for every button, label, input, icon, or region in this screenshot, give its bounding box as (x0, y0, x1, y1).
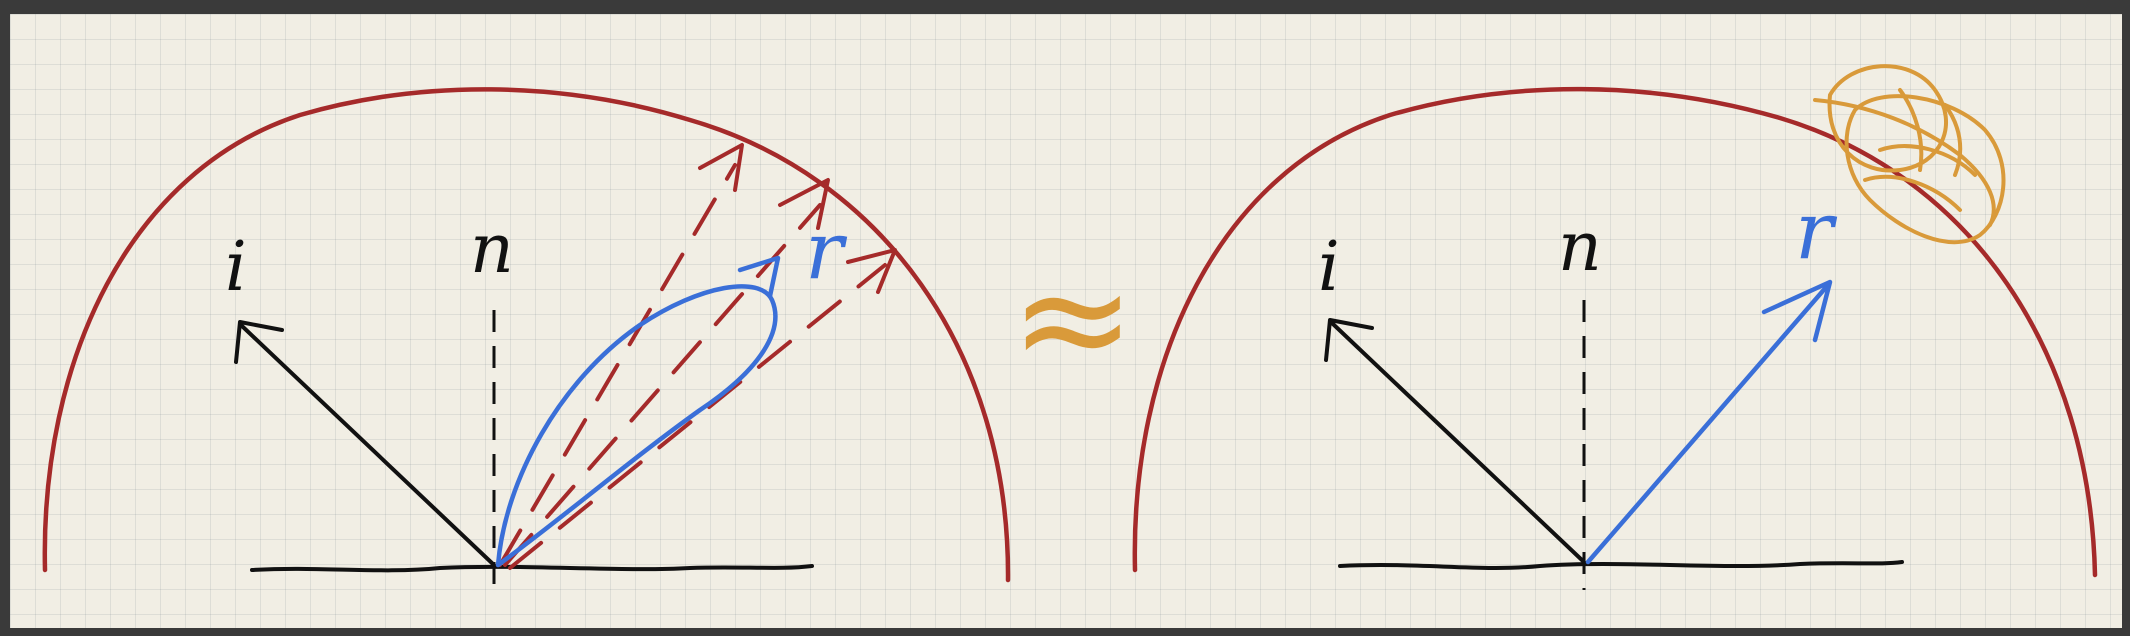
right-hemisphere-arc (1132, 86, 2098, 578)
right-surface-line (1338, 560, 1904, 570)
scribble-loop-5 (1898, 88, 1963, 177)
left-reflect-label: r (805, 204, 848, 297)
left-lobe-arrowhead (737, 255, 781, 299)
sample-ray-3-arrowhead (846, 248, 897, 294)
right-reflected-vector (1585, 282, 1831, 565)
light-source-scribble (1813, 64, 2006, 245)
left-normal-label: n (470, 210, 514, 289)
sample-ray-1-arrowhead (698, 143, 744, 192)
right-incident-label: i (1318, 228, 1340, 307)
scribble-loop-2 (1844, 94, 2006, 245)
left-incident-vector (240, 324, 496, 567)
left-sample-rays (498, 143, 897, 570)
left-incident-arrowhead (234, 320, 284, 364)
left-surface-line (250, 564, 814, 573)
left-panel: i n r (42, 87, 1011, 592)
right-incident-arrowhead (1324, 318, 1374, 362)
scribble-loop-3 (1813, 98, 1996, 227)
approx-symbol: ≈ (1010, 232, 1136, 406)
left-reflection-lobe (495, 284, 778, 568)
sample-ray-1 (498, 163, 737, 567)
right-normal-label: n (1558, 208, 1602, 287)
left-hemisphere-arc (42, 87, 1011, 583)
right-incident-vector (1331, 322, 1586, 564)
sample-ray-3 (508, 263, 887, 570)
scribble-loop-4 (1863, 144, 1977, 212)
left-incident-label: i (225, 228, 247, 307)
right-panel: i n r (1132, 64, 2098, 590)
right-reflect-label: r (1795, 184, 1838, 277)
sample-ray-2 (503, 203, 822, 567)
sample-ray-2-arrowhead (778, 178, 830, 230)
right-reflected-arrowhead (1761, 279, 1833, 343)
